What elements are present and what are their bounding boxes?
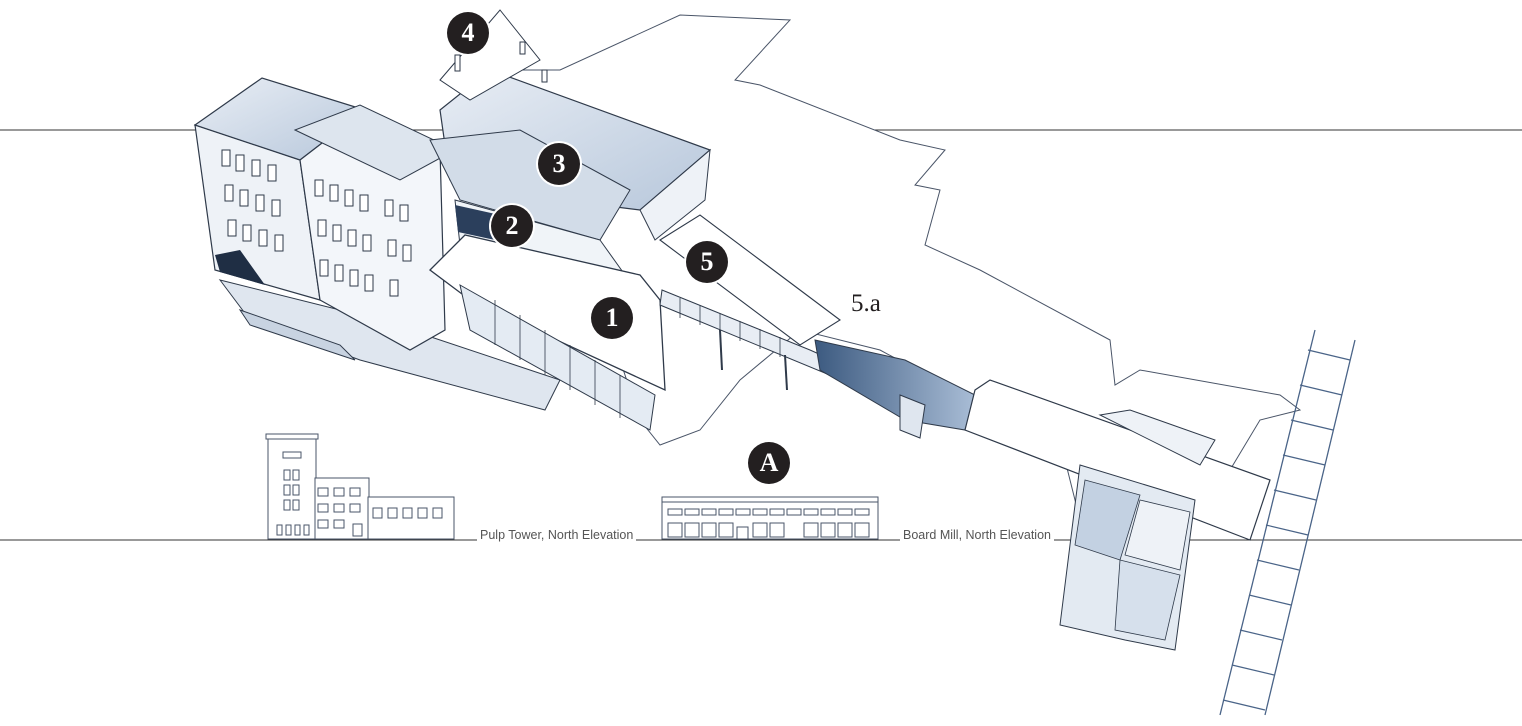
caption-pulp-tower: Pulp Tower, North Elevation — [477, 528, 637, 542]
label-5a: 5.a — [851, 290, 881, 317]
board-mill-glazed-face — [459, 284, 656, 431]
wing-4-chimney-1 — [454, 54, 461, 72]
bridge-column-1 — [719, 329, 723, 371]
link-stair — [899, 394, 926, 439]
warehouse-roof-lower — [429, 129, 631, 241]
pulp-tower-windows — [221, 149, 412, 297]
marker-5[interactable]: 5 — [686, 241, 728, 283]
railway-sleepers — [1222, 349, 1351, 711]
railway-track — [1219, 329, 1356, 716]
bridge-column-2 — [784, 354, 788, 391]
wing-4-chimney-3 — [541, 69, 548, 83]
bridge-railing — [679, 298, 781, 357]
pulp-tower-elevation — [265, 433, 455, 540]
rubble-facet-3 — [1124, 499, 1191, 571]
marker-2[interactable]: 2 — [491, 205, 533, 247]
board-mill-elevation — [661, 496, 879, 540]
marker-3[interactable]: 3 — [538, 143, 580, 185]
wing-4-chimney-2 — [519, 41, 526, 55]
caption-board-mill: Board Mill, North Elevation — [900, 528, 1054, 542]
board-mill-mullions — [494, 300, 621, 418]
marker-4[interactable]: 4 — [447, 12, 489, 54]
marker-1[interactable]: 1 — [591, 297, 633, 339]
rubble-facet-2 — [1114, 559, 1181, 641]
marker-a[interactable]: A — [748, 442, 790, 484]
tower-stair — [238, 309, 356, 361]
arcade-dark-band — [455, 205, 500, 240]
warehouse-east-face — [639, 148, 711, 241]
board-mill-shed-roof-2 — [1098, 409, 1216, 466]
pulp-tower-shadow — [215, 250, 265, 285]
